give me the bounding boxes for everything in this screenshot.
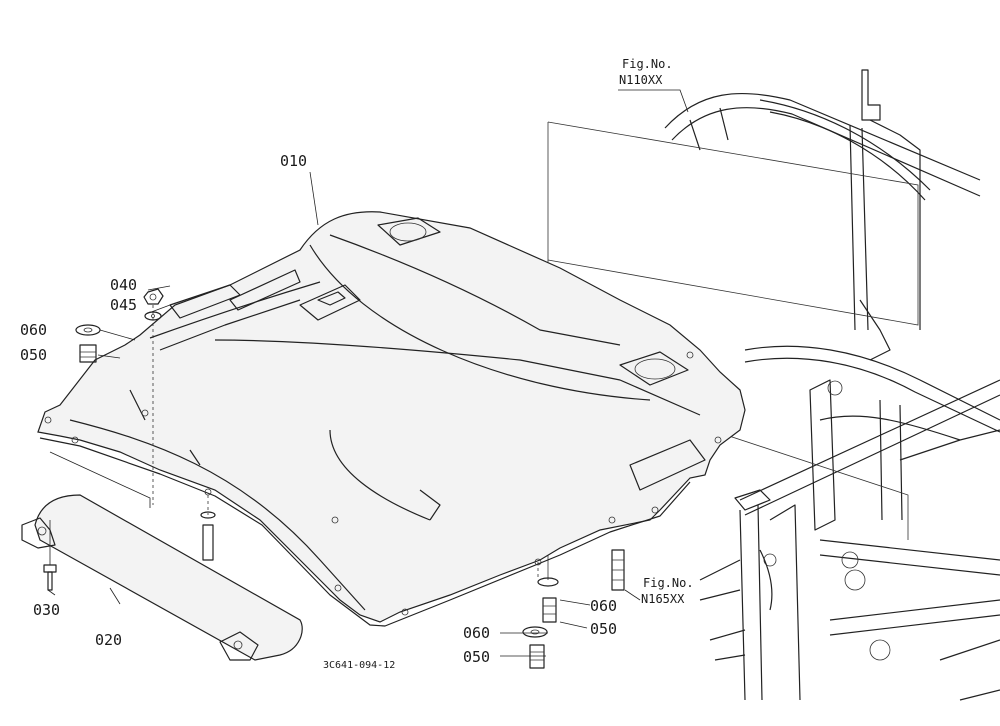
label-040: 040 [110,276,137,294]
roof-panel [37,211,746,627]
drawing-number: 3C641-094-12 [323,660,395,671]
fig-ref-code-top: N110XX [619,73,663,87]
fig-ref-label-top: Fig.No. [622,57,673,71]
label-050-bottom: 050 [463,648,490,666]
label-050-right: 050 [590,620,617,638]
label-020: 020 [95,631,122,649]
label-050-left: 050 [20,346,47,364]
label-060-left: 060 [20,321,47,339]
label-030: 030 [33,601,60,619]
label-060-right: 060 [590,597,617,615]
label-060-bottom: 060 [463,624,490,642]
fig-ref-label-bottom: Fig.No. [643,576,694,590]
sun-visor [21,494,303,661]
part-labels: 010 020 030 040 045 050 060 060 050 060 … [20,57,694,671]
label-045: 045 [110,296,137,314]
vehicle-frame [664,69,1000,701]
fig-ref-code-bottom: N165XX [641,592,685,606]
leader-lines [47,89,689,657]
label-010: 010 [280,152,307,170]
